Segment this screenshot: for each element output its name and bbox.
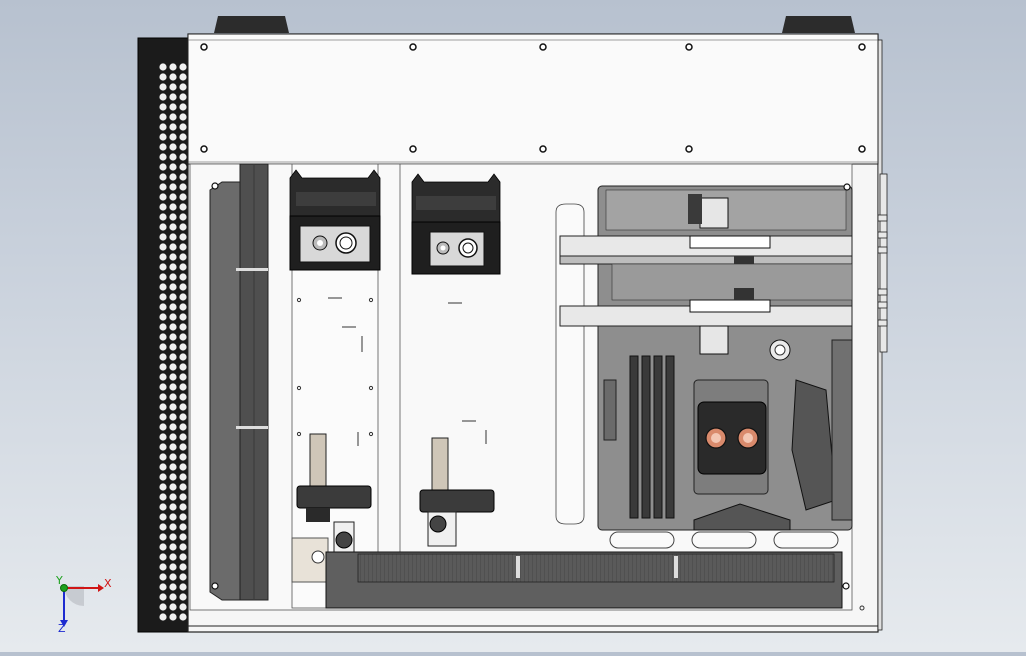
bottom-radiator	[325, 551, 850, 609]
triad-y-label: Y	[56, 574, 63, 587]
triad-x-label: X	[104, 577, 112, 590]
plate-markings	[296, 297, 487, 446]
motherboard	[555, 183, 853, 549]
mesh-side-panel	[137, 37, 189, 633]
pump-reservoir-2	[399, 164, 501, 552]
io-bracket	[877, 173, 888, 353]
top-cover-screws	[200, 43, 866, 153]
top-feet	[214, 16, 855, 33]
vertical-radiator	[209, 163, 269, 601]
top-cover-panel	[187, 33, 879, 165]
bottom-trim	[188, 605, 878, 627]
pump-reservoir-1	[289, 163, 381, 609]
triad-z-label: Z	[58, 622, 66, 635]
coordinate-triad	[60, 584, 104, 627]
